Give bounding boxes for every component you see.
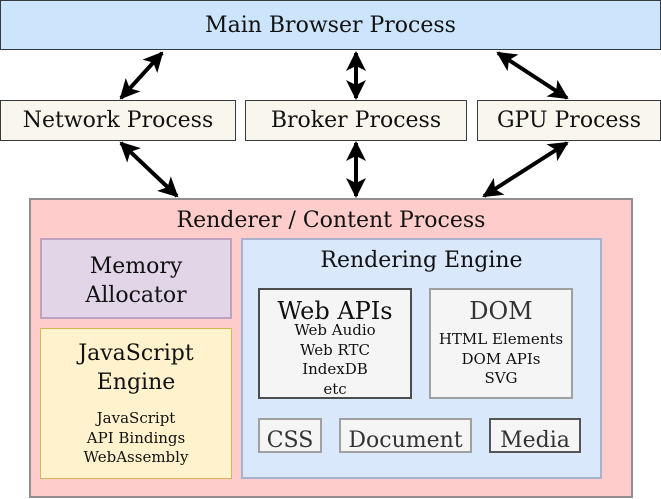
web-apis-item: IndexDB (302, 360, 368, 378)
js-engine-item: JavaScript (96, 409, 176, 427)
web-apis-item: etc (323, 379, 347, 398)
dom-title: DOM (469, 297, 533, 325)
main-browser-process: Main Browser Process (0, 0, 661, 50)
network-process: Network Process (0, 100, 236, 141)
css-module: CSS (258, 418, 322, 453)
media-module-label: Media (500, 428, 570, 453)
document-module-label: Document (348, 428, 463, 453)
dom-item: HTML Elements (438, 330, 564, 348)
rendering-engine-title: Rendering Engine (320, 248, 523, 273)
renderer-process-title: Renderer / Content Process (176, 208, 486, 233)
javascript-engine-label-line2: Engine (96, 370, 176, 395)
dom-item: DOM APIs (461, 349, 541, 368)
gpu-process: GPU Process (477, 100, 661, 141)
main-browser-process-label: Main Browser Process (205, 13, 456, 38)
media-module: Media (489, 418, 581, 453)
arrow-network-renderer (119, 141, 179, 198)
network-process-label: Network Process (22, 108, 214, 133)
css-module-label: CSS (266, 428, 314, 453)
js-engine-item: API Bindings (86, 428, 186, 447)
broker-process: Broker Process (245, 100, 467, 141)
dom-item: SVG (484, 369, 518, 387)
js-engine-item: WebAssembly (83, 448, 189, 466)
web-apis-item: Web Audio (294, 321, 376, 339)
memory-allocator-label-line1: Memory (89, 254, 183, 279)
web-apis-title: Web APIs (277, 297, 393, 325)
javascript-engine-label-line1: JavaScript (78, 341, 194, 366)
document-module: Document (339, 418, 472, 453)
arrow-gpu-renderer (482, 141, 569, 198)
gpu-process-label: GPU Process (496, 108, 641, 133)
memory-allocator-label-line2: Allocator (85, 283, 187, 308)
dom: DOM HTML Elements DOM APIs SVG (429, 288, 573, 399)
memory-allocator: Memory Allocator (40, 238, 232, 319)
arrow-main-gpu (496, 51, 569, 100)
arrow-main-network (119, 51, 164, 100)
broker-process-label: Broker Process (270, 108, 442, 133)
javascript-engine: JavaScript Engine JavaScript API Binding… (40, 328, 232, 479)
web-apis-item: Web RTC (300, 340, 370, 359)
web-apis: Web APIs Web Audio Web RTC IndexDB etc (258, 288, 412, 399)
